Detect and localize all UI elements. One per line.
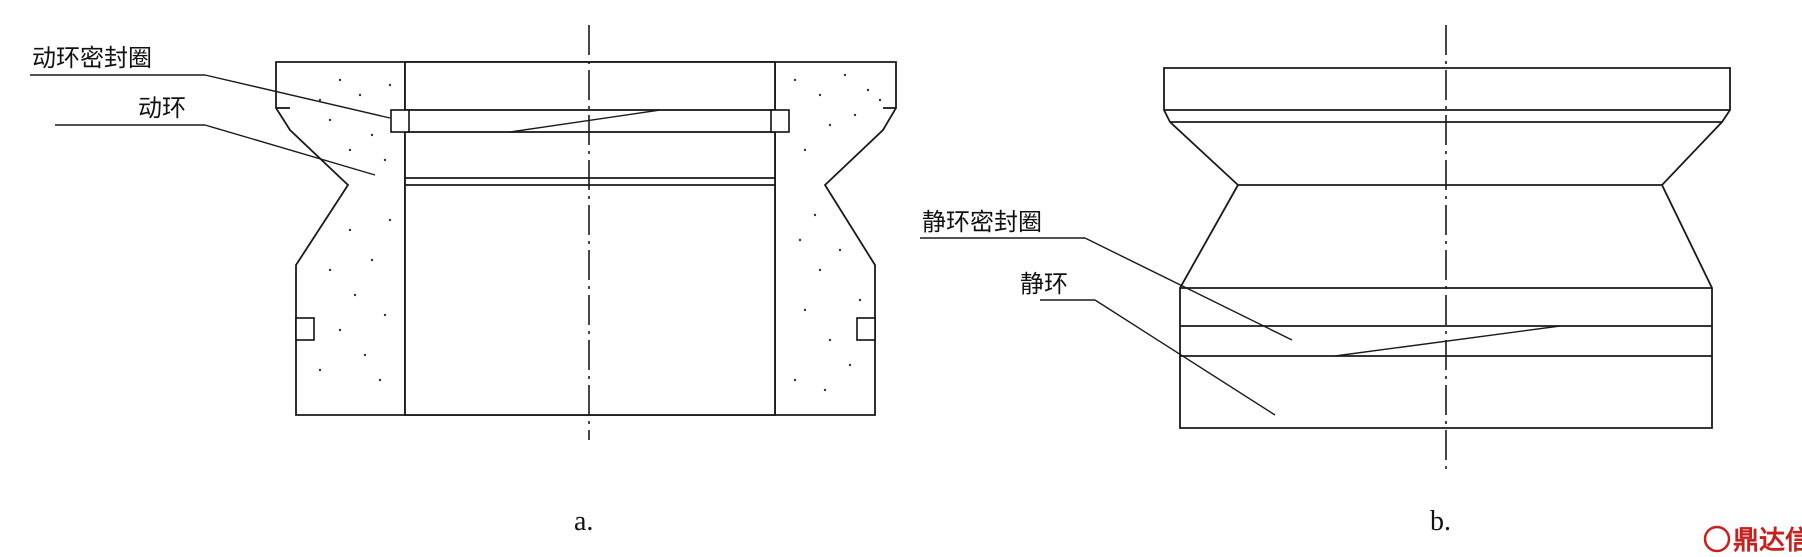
watermark: 鼎达信 [1703, 525, 1802, 556]
groove-diagonal-b [1334, 325, 1561, 357]
caption-a: a. [574, 506, 593, 537]
label-stationary-ring: 静环 [1020, 270, 1068, 298]
label-rotating-seal-ring: 动环密封圈 [32, 44, 152, 72]
seal-ring-right [770, 109, 790, 133]
label-stationary-seal-ring: 静环密封圈 [922, 208, 1042, 236]
watermark-text: 鼎达信 [1733, 526, 1802, 556]
bore [404, 61, 776, 416]
figure-a: 动环密封圈 动环 a. [30, 25, 897, 537]
groove-diagonal [509, 109, 661, 133]
static-seal-leader [1084, 237, 1293, 341]
figure-b: 静环密封圈 静环 b. [920, 25, 1731, 537]
caption-b: b. [1430, 506, 1451, 537]
label-rotating-ring: 动环 [138, 94, 186, 122]
watermark-logo-icon [1703, 525, 1731, 553]
outer-seal-right [856, 317, 876, 341]
outer-seal-left [295, 317, 315, 341]
ring-leader [204, 124, 376, 176]
static-ring-leader [1094, 299, 1276, 416]
seal-ring-left [390, 109, 410, 133]
speckle-texture [318, 73, 882, 392]
seal-ring-leader [204, 74, 391, 119]
